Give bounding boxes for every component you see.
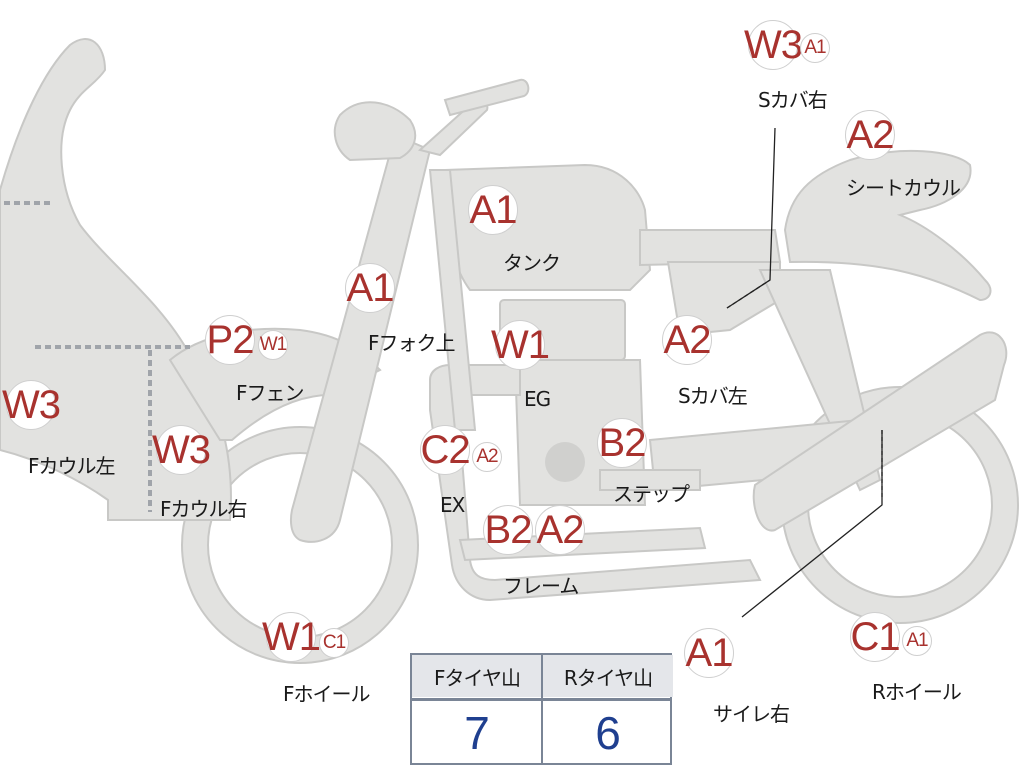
grade-badge: W1 [258,330,288,360]
grade-badge: A2 [662,315,712,365]
part-label-engine: EG [524,387,551,411]
grade-badge: P2 [205,315,255,365]
part-label-rear-wheel: Rホイール [872,680,962,704]
grade-badge: A1 [684,628,734,678]
muffler-shape [752,331,1008,532]
part-label-tank: タンク [503,251,561,275]
grade-badge: W3 [2,380,61,430]
part-label-exhaust: EX [440,493,465,517]
grade-badge: C1 [319,628,349,658]
grade-badge: W1 [491,320,550,370]
part-label-front-wheel: Fホイール [283,682,371,706]
grade-badge: A1 [800,33,830,63]
grade-badge: A1 [902,626,932,656]
frame-shape [428,169,477,431]
grade-badge: B2 [597,418,647,468]
grade-badge: A2 [472,442,502,472]
part-label-muffler-right: サイレ右 [713,702,790,726]
grade-badge: A1 [345,263,395,313]
part-label-seat-cowl: シートカウル [846,176,961,200]
tire-tread-table: Fタイヤ山 Rタイヤ山 7 6 [410,653,673,765]
front-cowl-shape [0,38,232,521]
grade-badge: B2 [483,505,533,555]
grade-badge: A2 [845,110,895,160]
rear-tire-tread-value: 6 [595,707,621,759]
grade-badge: C1 [850,612,901,662]
front-fork-shape [290,133,432,543]
part-label-frame: フレーム [503,574,579,598]
part-label-front-fork-upper: Fフォク上 [368,331,456,355]
part-label-s-cover-right: Sカバ右 [758,88,828,112]
part-label-step: ステップ [613,482,690,506]
grade-badge: C2 [420,425,471,475]
seat-cowl-shape [783,149,992,302]
part-label-front-cowl-left: Fカウル左 [28,454,116,478]
grade-badge: W3 [152,425,211,475]
part-label-front-cowl-right: Fカウル右 [160,497,248,521]
part-label-s-cover-left: Sカバ左 [678,384,748,408]
grade-badge: W3 [744,20,803,70]
grade-badge: A1 [468,185,518,235]
grade-badge: A2 [535,505,585,555]
grade-badge: W1 [262,612,321,662]
front-tire-tread-value: 7 [464,707,490,759]
part-label-front-fender: Fフェン [236,381,305,405]
rear-tire-tread-header: Rタイヤ山 [543,655,673,697]
table-divider [541,655,543,763]
front-tire-tread-header: Fタイヤ山 [412,655,542,697]
table-divider [412,698,670,701]
